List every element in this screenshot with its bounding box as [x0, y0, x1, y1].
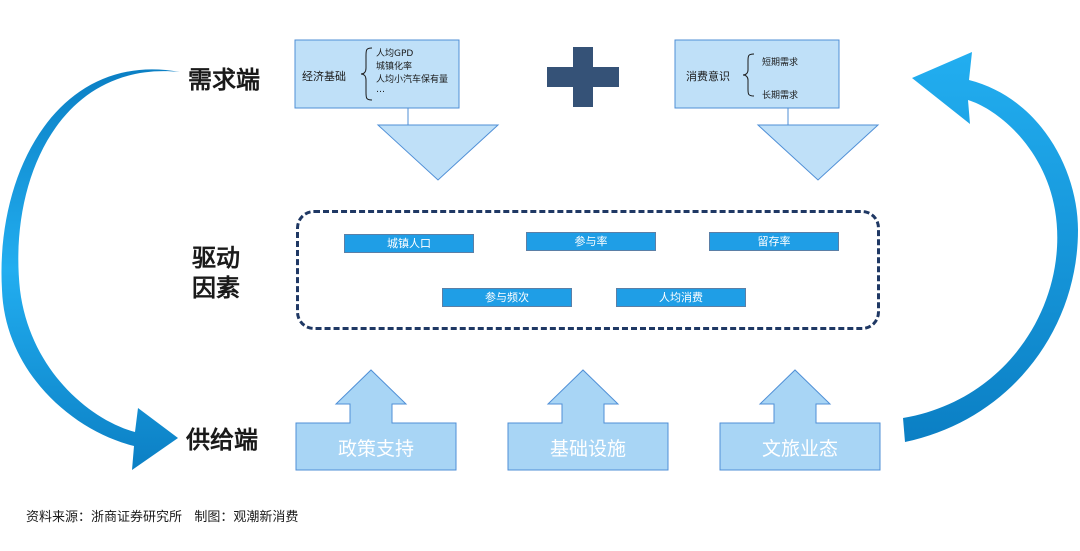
demand-side-label: 需求端 [188, 66, 260, 94]
drivers-label-line2: 因素 [192, 274, 240, 302]
supply-arrow-infrastructure [507, 369, 669, 471]
infrastructure-label: 基础设施 [549, 438, 626, 460]
economic-item: 人均小汽车保有量 [376, 75, 449, 85]
supply-arrow-policy [295, 369, 457, 471]
drivers-label-line1: 驱动 [192, 244, 240, 272]
left-cycle-arrow [1, 69, 181, 471]
demand-right-arrow [674, 39, 880, 181]
economic-item: 城镇化率 [376, 62, 413, 72]
demand-left-arrow [294, 39, 500, 181]
source-note: 资料来源：浙商证券研究所 制图：观潮新消费 [26, 510, 299, 525]
awareness-item: 短期需求 [762, 58, 799, 68]
awareness-item: 长期需求 [762, 91, 799, 101]
plus-icon [547, 47, 619, 107]
economic-item: … [376, 85, 385, 95]
driver-per-capita-spending: 人均消费 [616, 288, 746, 307]
right-cycle-arrow [903, 52, 1078, 442]
economic-item: 人均GPD [376, 49, 414, 59]
driver-retention-rate: 留存率 [709, 232, 839, 251]
supply-arrow-tourism [719, 369, 881, 471]
driver-participation-rate: 参与率 [526, 232, 656, 251]
right-brace-icon [742, 53, 755, 97]
economic-base-label: 经济基础 [302, 70, 346, 83]
driver-urban-population: 城镇人口 [344, 234, 474, 253]
policy-support-label: 政策支持 [337, 438, 414, 460]
tourism-business-label: 文旅业态 [761, 438, 838, 460]
drivers-container [296, 210, 880, 330]
left-brace-icon [360, 47, 373, 101]
consumption-awareness-label: 消费意识 [686, 70, 730, 83]
driver-participation-frequency: 参与频次 [442, 288, 572, 307]
supply-side-label: 供给端 [186, 426, 258, 454]
